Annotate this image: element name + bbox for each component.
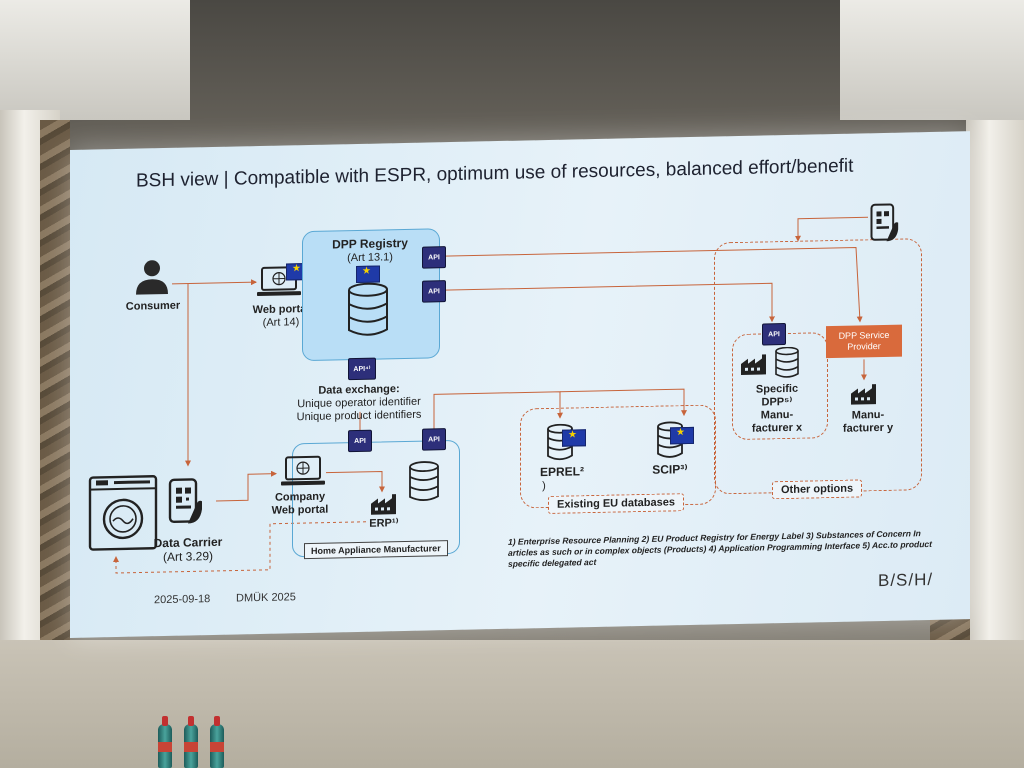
water-bottle	[184, 716, 198, 768]
web-portal-article: (Art 14)	[262, 316, 300, 329]
data-carrier-title: Data Carrier	[153, 534, 223, 551]
registry-to-specific-dpp-line	[439, 282, 775, 323]
data-exchange-line2: Unique product identifiers	[296, 408, 422, 424]
phone-qr-icon	[870, 203, 899, 242]
factory-icon	[371, 494, 396, 515]
left-cornice	[0, 0, 190, 120]
eprel-label-suffix: )	[542, 480, 546, 493]
registry-to-provider-line	[439, 247, 863, 323]
data-exchange-label: Data exchange: Unique operator identifie…	[284, 382, 434, 424]
api-to-eprel-line	[433, 391, 563, 433]
slide-date: 2025-09-18	[154, 593, 211, 607]
carrier-to-company-line	[216, 470, 277, 502]
manufacturer-y-line1: Manu-	[851, 408, 885, 422]
connector-lines	[113, 216, 868, 574]
other-options-tag: Other options	[772, 479, 863, 500]
company-portal-line1: Company	[274, 490, 326, 504]
database-icon	[775, 346, 799, 378]
return-dashed-line	[113, 521, 366, 574]
manufacturer-tag: Home Appliance Manufacturer	[304, 540, 448, 560]
eu-flag-icon	[356, 265, 380, 284]
specific-dpp-line4: facturer x	[751, 421, 803, 435]
company-portal-line2: Web portal	[271, 503, 329, 517]
scip-label: SCIP³⁾	[652, 462, 688, 477]
water-bottle	[210, 716, 224, 768]
event-name: DMÜK 2025	[236, 591, 296, 605]
consumer-person-icon	[136, 260, 168, 295]
factory-icon	[851, 384, 876, 405]
registry-api-top: API	[422, 246, 446, 269]
phone-qr-icon	[168, 478, 202, 524]
registry-api-bottom: API	[422, 280, 446, 303]
existing-eu-databases-tag: Existing EU databases	[548, 493, 684, 514]
dpp-service-provider-box: DPP Service Provider	[826, 324, 902, 359]
registry-api-exchange: API⁴⁾	[348, 357, 376, 381]
manufacturer-y-label: Manu- facturer y	[840, 409, 896, 436]
dpp-registry-article: (Art 13.1)	[347, 251, 393, 265]
api-to-scip-line	[560, 388, 687, 417]
specific-dpp-line1: Specific	[755, 382, 799, 396]
qr-to-options-line	[795, 216, 868, 242]
erp-label: ERP¹⁾	[369, 517, 399, 530]
water-bottle	[158, 716, 172, 768]
laptop-globe-icon	[281, 455, 325, 486]
lower-wall	[0, 640, 1024, 768]
right-pillar	[966, 120, 1024, 640]
specific-dpp-line3: Manu-	[760, 408, 794, 422]
data-carrier-article: (Art 3.29)	[162, 549, 213, 565]
manufacturer-y-line2: facturer y	[842, 421, 894, 435]
specific-dpp-api: API	[762, 323, 786, 346]
data-exchange-title: Data exchange:	[318, 383, 400, 397]
company-portal-label: Company Web portal	[264, 490, 336, 518]
left-rope-column	[40, 120, 70, 650]
consumer-label: Consumer	[125, 299, 181, 313]
washing-machine-icon	[88, 475, 158, 551]
eu-flag-icon	[562, 429, 586, 447]
manufacturer-api-right: API	[422, 428, 446, 451]
consumer-to-portal-line	[172, 279, 257, 286]
factory-icon	[741, 354, 766, 375]
right-cornice	[840, 0, 1024, 120]
database-icon	[348, 282, 388, 336]
bsh-logo: B/S/H/	[878, 569, 934, 591]
specific-dpp-label: Specific DPP⁵⁾ Manu- facturer x	[742, 382, 812, 435]
eu-flag-icon	[670, 426, 694, 445]
specific-dpp-line2: DPP⁵⁾	[761, 395, 793, 409]
projection-screen: BSH view | Compatible with ESPR, optimum…	[70, 131, 970, 638]
company-to-erp-line	[326, 470, 385, 493]
manufacturer-api-left: API	[348, 429, 372, 453]
eprel-label: EPREL²	[539, 464, 584, 480]
database-icon	[409, 461, 439, 501]
data-carrier-label: Data Carrier (Art 3.29)	[148, 535, 228, 565]
dpp-registry-title: DPP Registry	[332, 235, 408, 252]
web-portal-title: Web portal	[252, 302, 310, 317]
